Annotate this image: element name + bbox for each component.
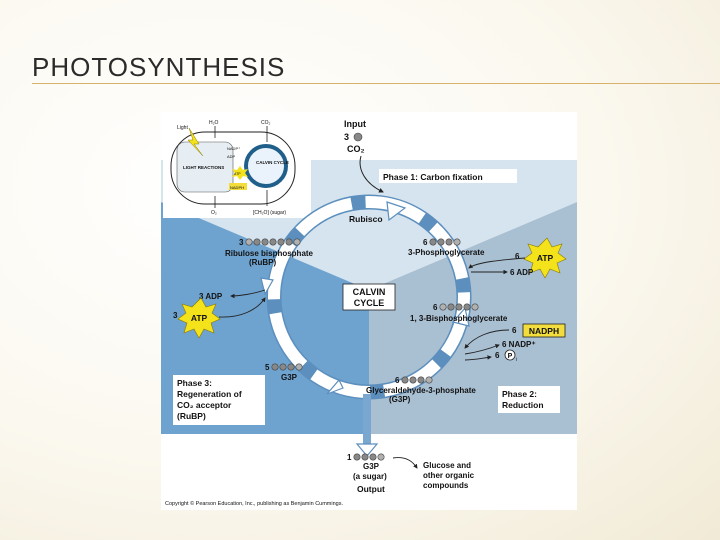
phase1-label: Phase 1: Carbon fixation xyxy=(383,172,483,182)
g3p5-count: 5 xyxy=(265,363,270,372)
pg3-count: 6 xyxy=(423,238,428,247)
atp-in-count: 6 xyxy=(515,252,520,261)
input-co2-label: CO₂ xyxy=(347,144,365,154)
inset-nadph-label: NADPH xyxy=(230,185,244,190)
copyright-text: Copyright © Pearson Education, Inc., pub… xyxy=(165,500,343,507)
nadph-label: NADPH xyxy=(529,326,559,336)
rubp-count: 3 xyxy=(239,238,244,247)
phase2-line2: Reduction xyxy=(502,400,544,410)
inset-calvin-cycle-label: CALVIN CYCLE xyxy=(256,160,289,165)
adp-out-label: 6 ADP xyxy=(510,268,534,277)
calvin-cycle-center-line2: CYCLE xyxy=(354,298,385,308)
nadph-count: 6 xyxy=(512,326,517,335)
phase3-line4: (RuBP) xyxy=(177,411,206,421)
calvin-cycle-figure: Light H₂O CO₂ NADP⁺ ADP LIGHT REACTIONS … xyxy=(161,112,577,510)
output-count: 1 xyxy=(347,453,352,462)
output-sugar-label: (a sugar) xyxy=(353,472,387,481)
regen-adp-label: 3 ADP xyxy=(199,292,223,301)
glucose-line2: other organic xyxy=(423,471,475,480)
regen-atp-count: 3 xyxy=(173,311,178,320)
inset-adp-label: ADP xyxy=(227,154,236,159)
rubp-name: Ribulose bisphosphate xyxy=(225,249,314,258)
phase3-line3: CO₂ acceptor xyxy=(177,400,232,410)
inset-h2o-label: H₂O xyxy=(209,120,219,126)
nadp-out-label: 6 NADP⁺ xyxy=(502,340,536,349)
inset-o2-label: O₂ xyxy=(211,210,217,216)
pi-out-count: 6 xyxy=(495,351,500,360)
atp-in-label: ATP xyxy=(537,253,554,263)
phase3-line1: Phase 3: xyxy=(177,378,212,388)
pg3-name: 3-Phosphoglycerate xyxy=(408,248,485,257)
glucose-line3: compounds xyxy=(423,481,469,490)
phase2-line1: Phase 2: xyxy=(502,389,537,399)
phase3-line2: Regeneration of xyxy=(177,389,242,399)
output-label: Output xyxy=(357,484,385,494)
chloroplast-inset: Light H₂O CO₂ NADP⁺ ADP LIGHT REACTIONS … xyxy=(163,114,311,218)
bpg-count: 6 xyxy=(433,303,438,312)
output-g3p-label: G3P xyxy=(363,462,380,471)
input-co2-count: 3 xyxy=(344,132,349,142)
inset-light-reactions-label: LIGHT REACTIONS xyxy=(183,165,224,170)
rubp-abbr: (RuBP) xyxy=(249,258,276,267)
rubisco-label: Rubisco xyxy=(349,214,383,224)
pi-label: P xyxy=(508,353,513,360)
inset-light-label: Light xyxy=(177,125,188,131)
slide-title: PHOTOSYNTHESIS xyxy=(32,52,285,83)
glucose-line1: Glucose and xyxy=(423,461,471,470)
inset-atp-label: ATP xyxy=(234,172,241,176)
title-underline xyxy=(32,83,720,84)
glucose-arrow xyxy=(393,458,417,468)
calvin-cycle-center-line1: CALVIN xyxy=(353,287,386,297)
inset-co2-label: CO₂ xyxy=(261,120,271,126)
bpg-molecule-icon xyxy=(440,304,478,310)
output-g3p-molecule-icon xyxy=(354,454,384,460)
g3p6-name: Glyceraldehyde-3-phosphate xyxy=(366,386,476,395)
inset-sugar-label: [CH₂O] (sugar) xyxy=(253,210,286,216)
carbon-atom-icon xyxy=(354,133,362,141)
g3p6-count: 6 xyxy=(395,376,400,385)
input-label: Input xyxy=(344,119,366,129)
inset-nadp-label: NADP⁺ xyxy=(227,146,240,151)
regen-atp-label: ATP xyxy=(191,313,208,323)
g3p6-abbr: (G3P) xyxy=(389,395,411,404)
g3p5-name: G3P xyxy=(281,373,298,382)
pi-subscript: i xyxy=(516,357,517,363)
bpg-name: 1, 3-Bisphosphoglycerate xyxy=(410,314,508,323)
